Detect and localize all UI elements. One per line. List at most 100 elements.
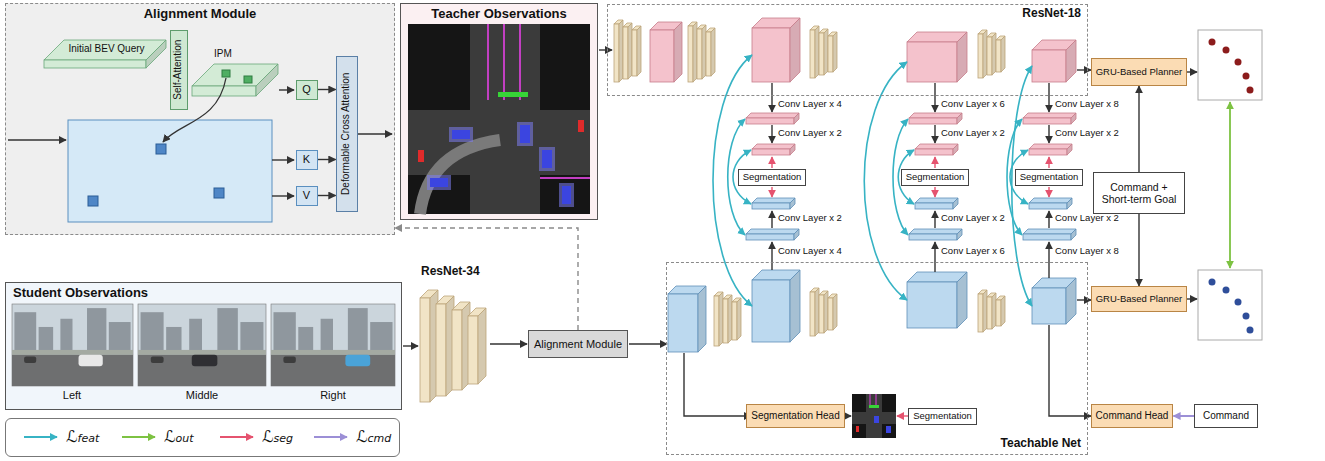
legend-item: ℒseg (218, 427, 293, 446)
view-label: Right (320, 389, 346, 402)
block-front (452, 310, 462, 390)
feature-slab (752, 198, 795, 209)
vehicle (345, 355, 370, 366)
building (109, 322, 131, 353)
waypoint (1235, 59, 1242, 66)
block-side (256, 64, 278, 96)
target-box: Command (1194, 404, 1258, 428)
block-front (436, 304, 446, 396)
feature-loss-curve (1012, 66, 1032, 306)
node-label: Command Head (1093, 410, 1172, 422)
feature-block (1032, 40, 1076, 82)
target-box: Segmentation (1015, 169, 1084, 186)
head-box: Segmentation Head (746, 404, 844, 428)
block-front (1032, 50, 1066, 82)
input-box: Command + Short-term Goal (1093, 172, 1185, 214)
arrow (934, 242, 935, 272)
observation-panel: Teacher Observations (400, 3, 598, 220)
conv-plate (828, 32, 837, 72)
block-front (987, 37, 992, 75)
block-side (957, 32, 967, 82)
arrow (1077, 299, 1091, 300)
layer-label: Conv Layer x 8 (1055, 99, 1119, 110)
road (138, 355, 266, 386)
block-front (907, 282, 957, 328)
block-side (824, 29, 828, 75)
arrow (771, 83, 772, 112)
arrow (403, 345, 418, 346)
network-region: ResNet-18 (607, 4, 1088, 96)
arrow (1187, 71, 1197, 72)
arrow (1077, 69, 1091, 70)
waypoint (1209, 39, 1216, 46)
arrow (771, 157, 772, 168)
block-top (1029, 198, 1072, 203)
block-side (957, 229, 962, 240)
query-label: Initial BEV Query (62, 41, 152, 58)
block-front (819, 33, 824, 75)
conv-plate (632, 26, 641, 76)
block-front (752, 149, 790, 155)
head-box: Command Head (1091, 404, 1174, 428)
vehicle (283, 356, 295, 363)
view-label: Left (63, 389, 81, 402)
vehicle (151, 356, 164, 363)
node-label: Segmentation (740, 172, 805, 183)
block-side (833, 294, 837, 330)
arrow (934, 125, 935, 143)
building (141, 312, 164, 353)
layer-label: Conv Layer x 4 (778, 246, 842, 257)
block-top (1023, 229, 1076, 234)
block-front (810, 30, 815, 78)
waypoint (1247, 87, 1254, 94)
layer-label: Conv Layer x 4 (778, 99, 842, 110)
connector (318, 89, 336, 90)
block-front (668, 294, 698, 352)
arrow (1048, 211, 1049, 228)
building (166, 327, 181, 353)
arrow (8, 139, 66, 140)
feature-slab (1029, 144, 1072, 155)
block-side (693, 22, 697, 82)
arrow (1229, 102, 1231, 268)
pedestrian (578, 120, 584, 132)
block-side (983, 290, 987, 332)
feature-block (752, 270, 800, 342)
block-side (146, 40, 166, 68)
block-side (790, 144, 795, 155)
trajectory-frame (1198, 270, 1262, 340)
pedestrian (856, 426, 859, 432)
lane-line (540, 177, 590, 179)
block-front (688, 26, 693, 82)
feature-slab (909, 113, 962, 124)
block-top (1029, 144, 1072, 149)
bev-segmentation-image (852, 394, 896, 438)
conv-plate (623, 23, 632, 79)
bev-ground (408, 24, 590, 214)
block-side (790, 18, 800, 82)
block-side (953, 198, 958, 209)
vehicle (886, 426, 891, 433)
block-front (752, 203, 790, 209)
waypoint (1235, 299, 1242, 306)
block-front (1023, 118, 1071, 124)
building (189, 319, 202, 353)
building (321, 319, 333, 353)
sky (12, 304, 133, 386)
arrow (771, 242, 772, 270)
network-region: Teachable NetSegmentation HeadSegmentati… (666, 262, 1088, 455)
arrow (490, 343, 527, 344)
block-top (746, 229, 799, 234)
block-front (697, 29, 702, 79)
conv-plate (987, 33, 996, 75)
connector (1173, 415, 1194, 417)
block-top (746, 113, 799, 118)
vehicle (562, 186, 571, 204)
panel-ground (5, 282, 402, 410)
block-top (44, 40, 166, 60)
vehicle (520, 125, 530, 143)
query-box: Q (296, 80, 318, 100)
camera-view (138, 304, 266, 386)
block-front (623, 27, 628, 79)
block-side (674, 22, 682, 82)
